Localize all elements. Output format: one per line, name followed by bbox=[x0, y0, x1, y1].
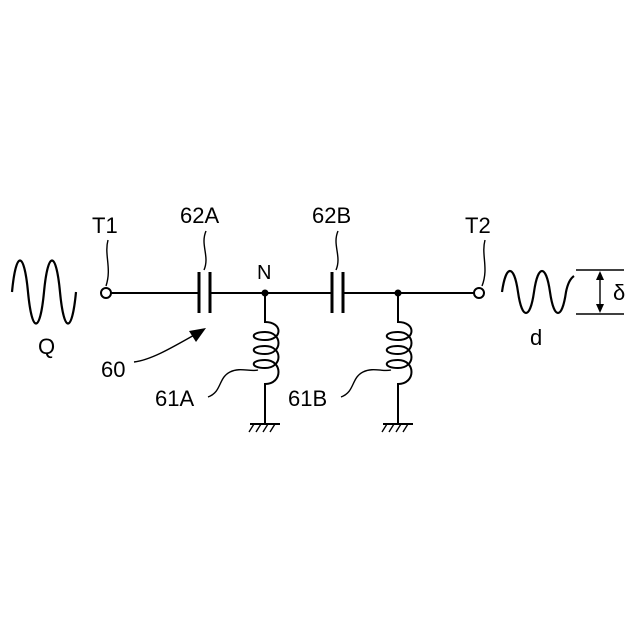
terminal-t1-leader bbox=[106, 240, 108, 286]
terminal-t2 bbox=[474, 288, 484, 298]
input-sine-wave bbox=[12, 261, 76, 324]
inductor-61a bbox=[254, 293, 279, 424]
node-label: N bbox=[257, 262, 271, 284]
capacitor-62a-leader bbox=[204, 231, 206, 270]
amplitude-arrow-down-icon bbox=[596, 304, 604, 313]
terminal-t2-leader bbox=[482, 240, 485, 286]
ground-61b-icon bbox=[382, 424, 412, 432]
terminal-t1 bbox=[101, 288, 111, 298]
arrow-head-icon bbox=[189, 328, 206, 342]
amplitude-label: δ bbox=[613, 280, 625, 305]
terminal-t2-label: T2 bbox=[465, 213, 491, 238]
terminal-t1-label: T1 bbox=[92, 213, 118, 238]
ground-61a-icon bbox=[249, 424, 279, 432]
capacitor-62a-label: 62A bbox=[180, 203, 219, 228]
output-wave-label: d bbox=[530, 325, 542, 350]
capacitor-62b-leader bbox=[336, 231, 338, 270]
amplitude-arrow-up-icon bbox=[596, 271, 604, 280]
inductor-61a-leader bbox=[208, 370, 258, 397]
filter-label: 60 bbox=[101, 357, 125, 382]
input-wave-label: Q bbox=[38, 334, 55, 359]
inductor-61a-label: 61A bbox=[155, 386, 194, 411]
filter-arrow-line bbox=[134, 334, 196, 362]
capacitor-62b-label: 62B bbox=[312, 203, 351, 228]
inductor-61b-label: 61B bbox=[288, 386, 327, 411]
output-sine-wave bbox=[502, 271, 574, 313]
inductor-61b bbox=[387, 293, 412, 424]
inductor-61b-leader bbox=[341, 370, 391, 397]
